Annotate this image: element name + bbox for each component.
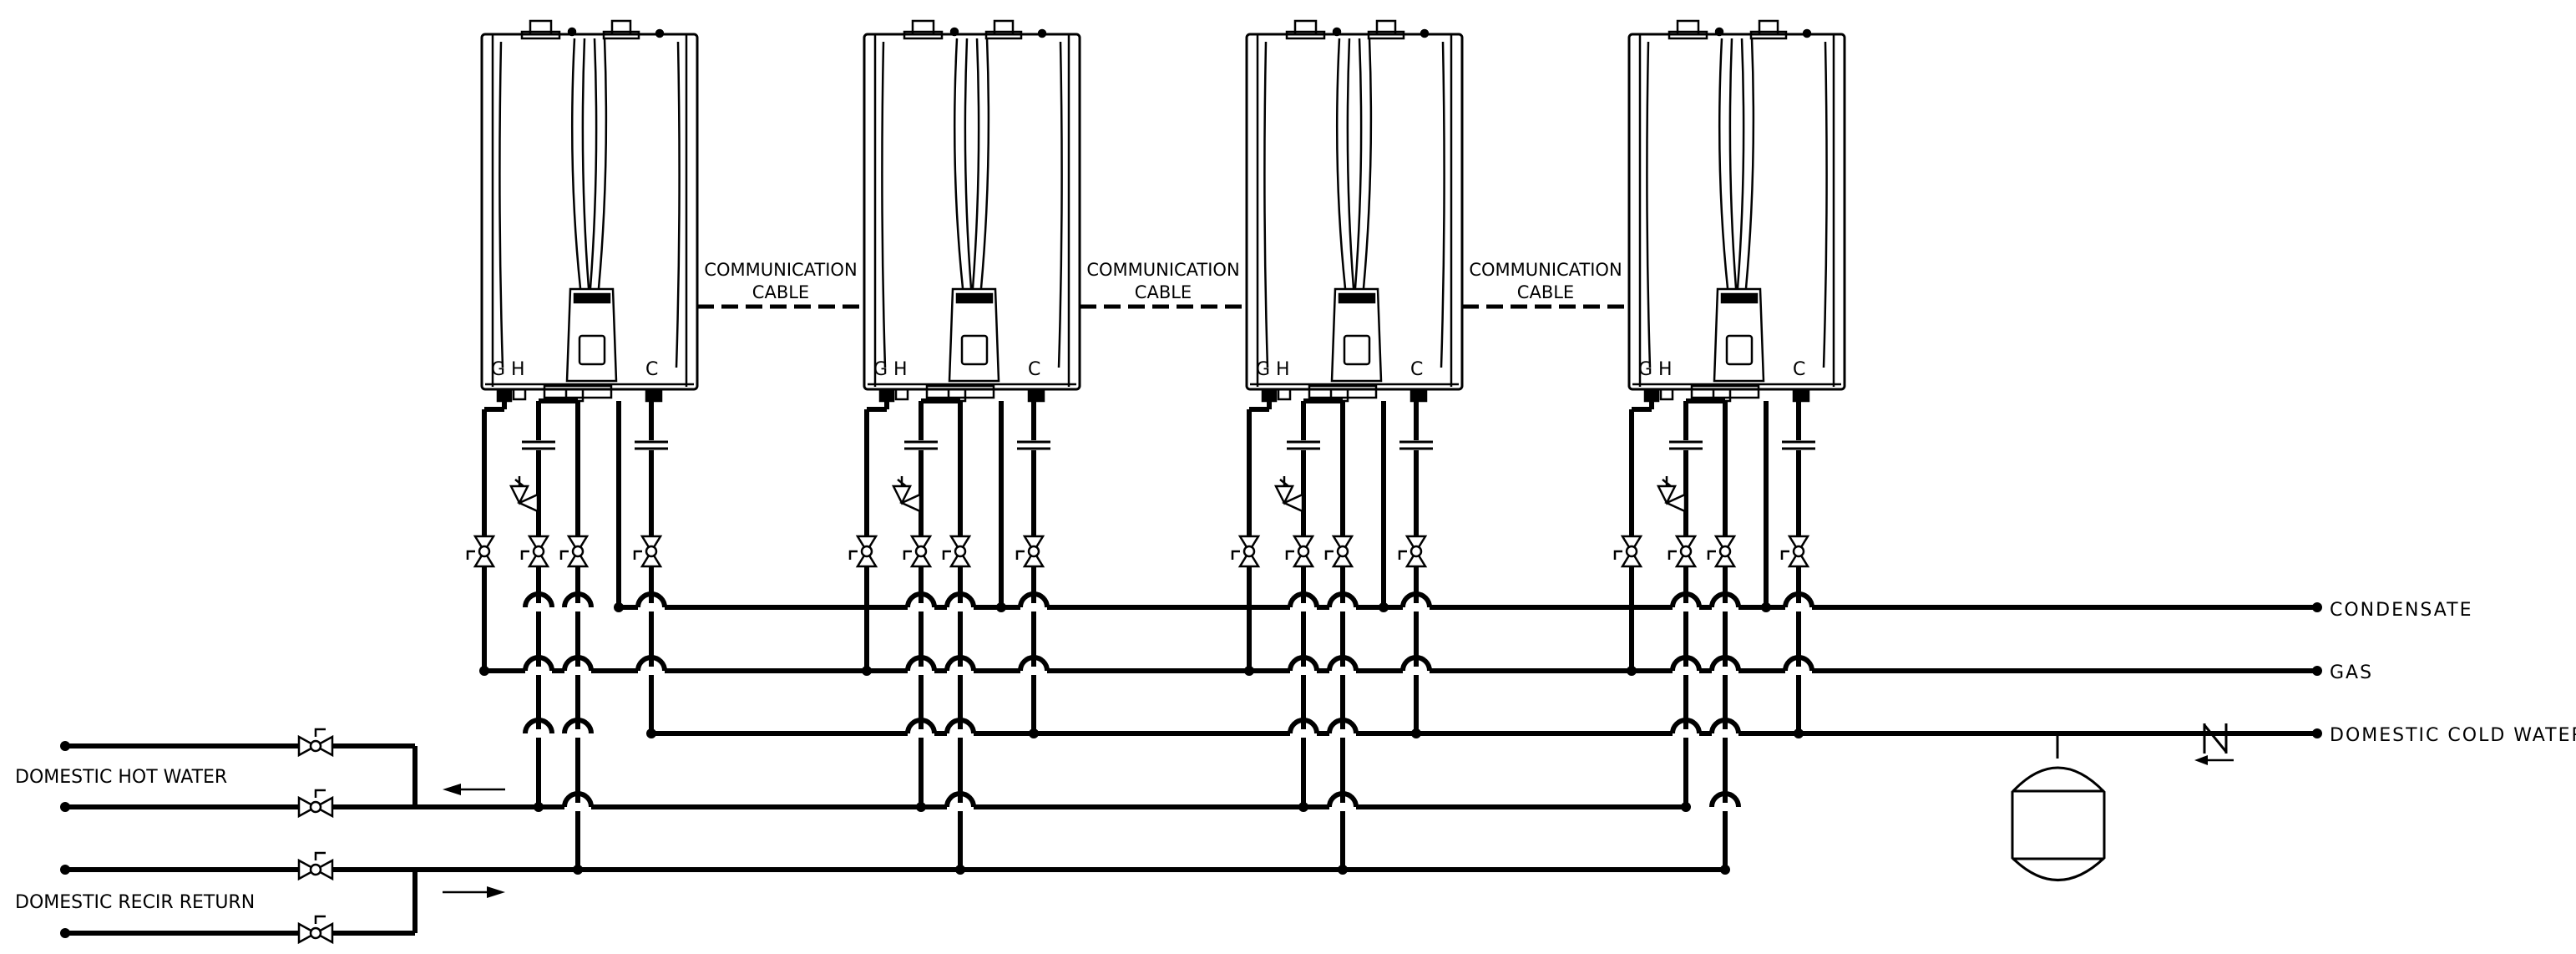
- relief-valve-3: [1273, 476, 1304, 513]
- gas-connection-label: G: [873, 359, 888, 380]
- hot-valve-1: [520, 535, 550, 568]
- relief-valve-4: [1656, 476, 1687, 513]
- cold-valve-2: [1015, 535, 1045, 568]
- hot-connection-label: H: [893, 359, 908, 380]
- recir-return-label: DOMESTIC RECIR RETURN: [15, 892, 255, 913]
- cold-connection-label: C: [1410, 359, 1423, 380]
- cold-connection-label: C: [645, 359, 658, 380]
- cable-label-line2: CABLE: [1135, 282, 1192, 302]
- gas-connection-label: G: [491, 359, 505, 380]
- cold-connection-label: C: [1793, 359, 1805, 380]
- recir-header-valve-1: [297, 851, 334, 881]
- hot-connection-label: H: [511, 359, 525, 380]
- gas-connection-label: G: [1638, 359, 1652, 380]
- cold-union-2: [1017, 440, 1050, 450]
- cable-label-line1: COMMUNICATION: [1469, 260, 1622, 280]
- cable-label-line1: COMMUNICATION: [1086, 260, 1239, 280]
- hot-valve-3: [1285, 535, 1315, 568]
- hot-connection-label: H: [1276, 359, 1290, 380]
- hot-connection-label: H: [1658, 359, 1673, 380]
- relief-valve-1: [509, 476, 539, 513]
- cable-label-line2: CABLE: [752, 282, 809, 302]
- recirc-valve-1: [559, 535, 590, 568]
- hot-water-arrow-icon: [443, 784, 505, 795]
- gas-valve-2: [848, 535, 878, 568]
- valves: [297, 440, 1815, 945]
- expansion-tank: [2011, 735, 2106, 881]
- hot-water-label: DOMESTIC HOT WATER: [15, 767, 227, 788]
- relief-valve-2: [891, 476, 922, 513]
- recirc-valve-3: [1324, 535, 1354, 568]
- gas-valve-1: [466, 535, 496, 568]
- gas-valve-3: [1231, 535, 1261, 568]
- gas-label: GAS: [2330, 662, 2373, 683]
- recir-arrow-icon: [443, 886, 505, 898]
- piping: [60, 389, 2322, 938]
- condensate-label: CONDENSATE: [2330, 600, 2473, 621]
- hot-union-2: [904, 440, 938, 450]
- gas-valve-4: [1613, 535, 1643, 568]
- hot-union-4: [1669, 440, 1703, 450]
- hot-valve-4: [1668, 535, 1698, 568]
- cold-valve-1: [633, 535, 663, 568]
- cold-union-3: [1399, 440, 1433, 450]
- recirc-valve-2: [942, 535, 972, 568]
- cold-union-4: [1782, 440, 1815, 450]
- recirc-valve-4: [1707, 535, 1737, 568]
- recir-header-valve-2: [297, 915, 334, 945]
- hot-union-1: [522, 440, 555, 450]
- cable-label-line1: COMMUNICATION: [704, 260, 857, 280]
- hot-valve-2: [903, 535, 933, 568]
- cold-valve-4: [1780, 535, 1810, 568]
- communication-cables: COMMUNICATIONCABLECOMMUNICATIONCABLECOMM…: [697, 260, 1630, 309]
- cold-valve-3: [1398, 535, 1428, 568]
- cold-water-label: DOMESTIC COLD WATER: [2330, 725, 2576, 746]
- hot-union-3: [1287, 440, 1320, 450]
- flow-arrow-icon: [2194, 755, 2234, 765]
- hot-header-valve-2: [297, 789, 334, 819]
- hot-header-valve-1: [297, 728, 334, 758]
- cable-label-line2: CABLE: [1517, 282, 1574, 302]
- gas-connection-label: G: [1256, 359, 1270, 380]
- cold-union-1: [635, 440, 668, 450]
- check-valve: [2203, 723, 2228, 754]
- cold-connection-label: C: [1028, 359, 1040, 380]
